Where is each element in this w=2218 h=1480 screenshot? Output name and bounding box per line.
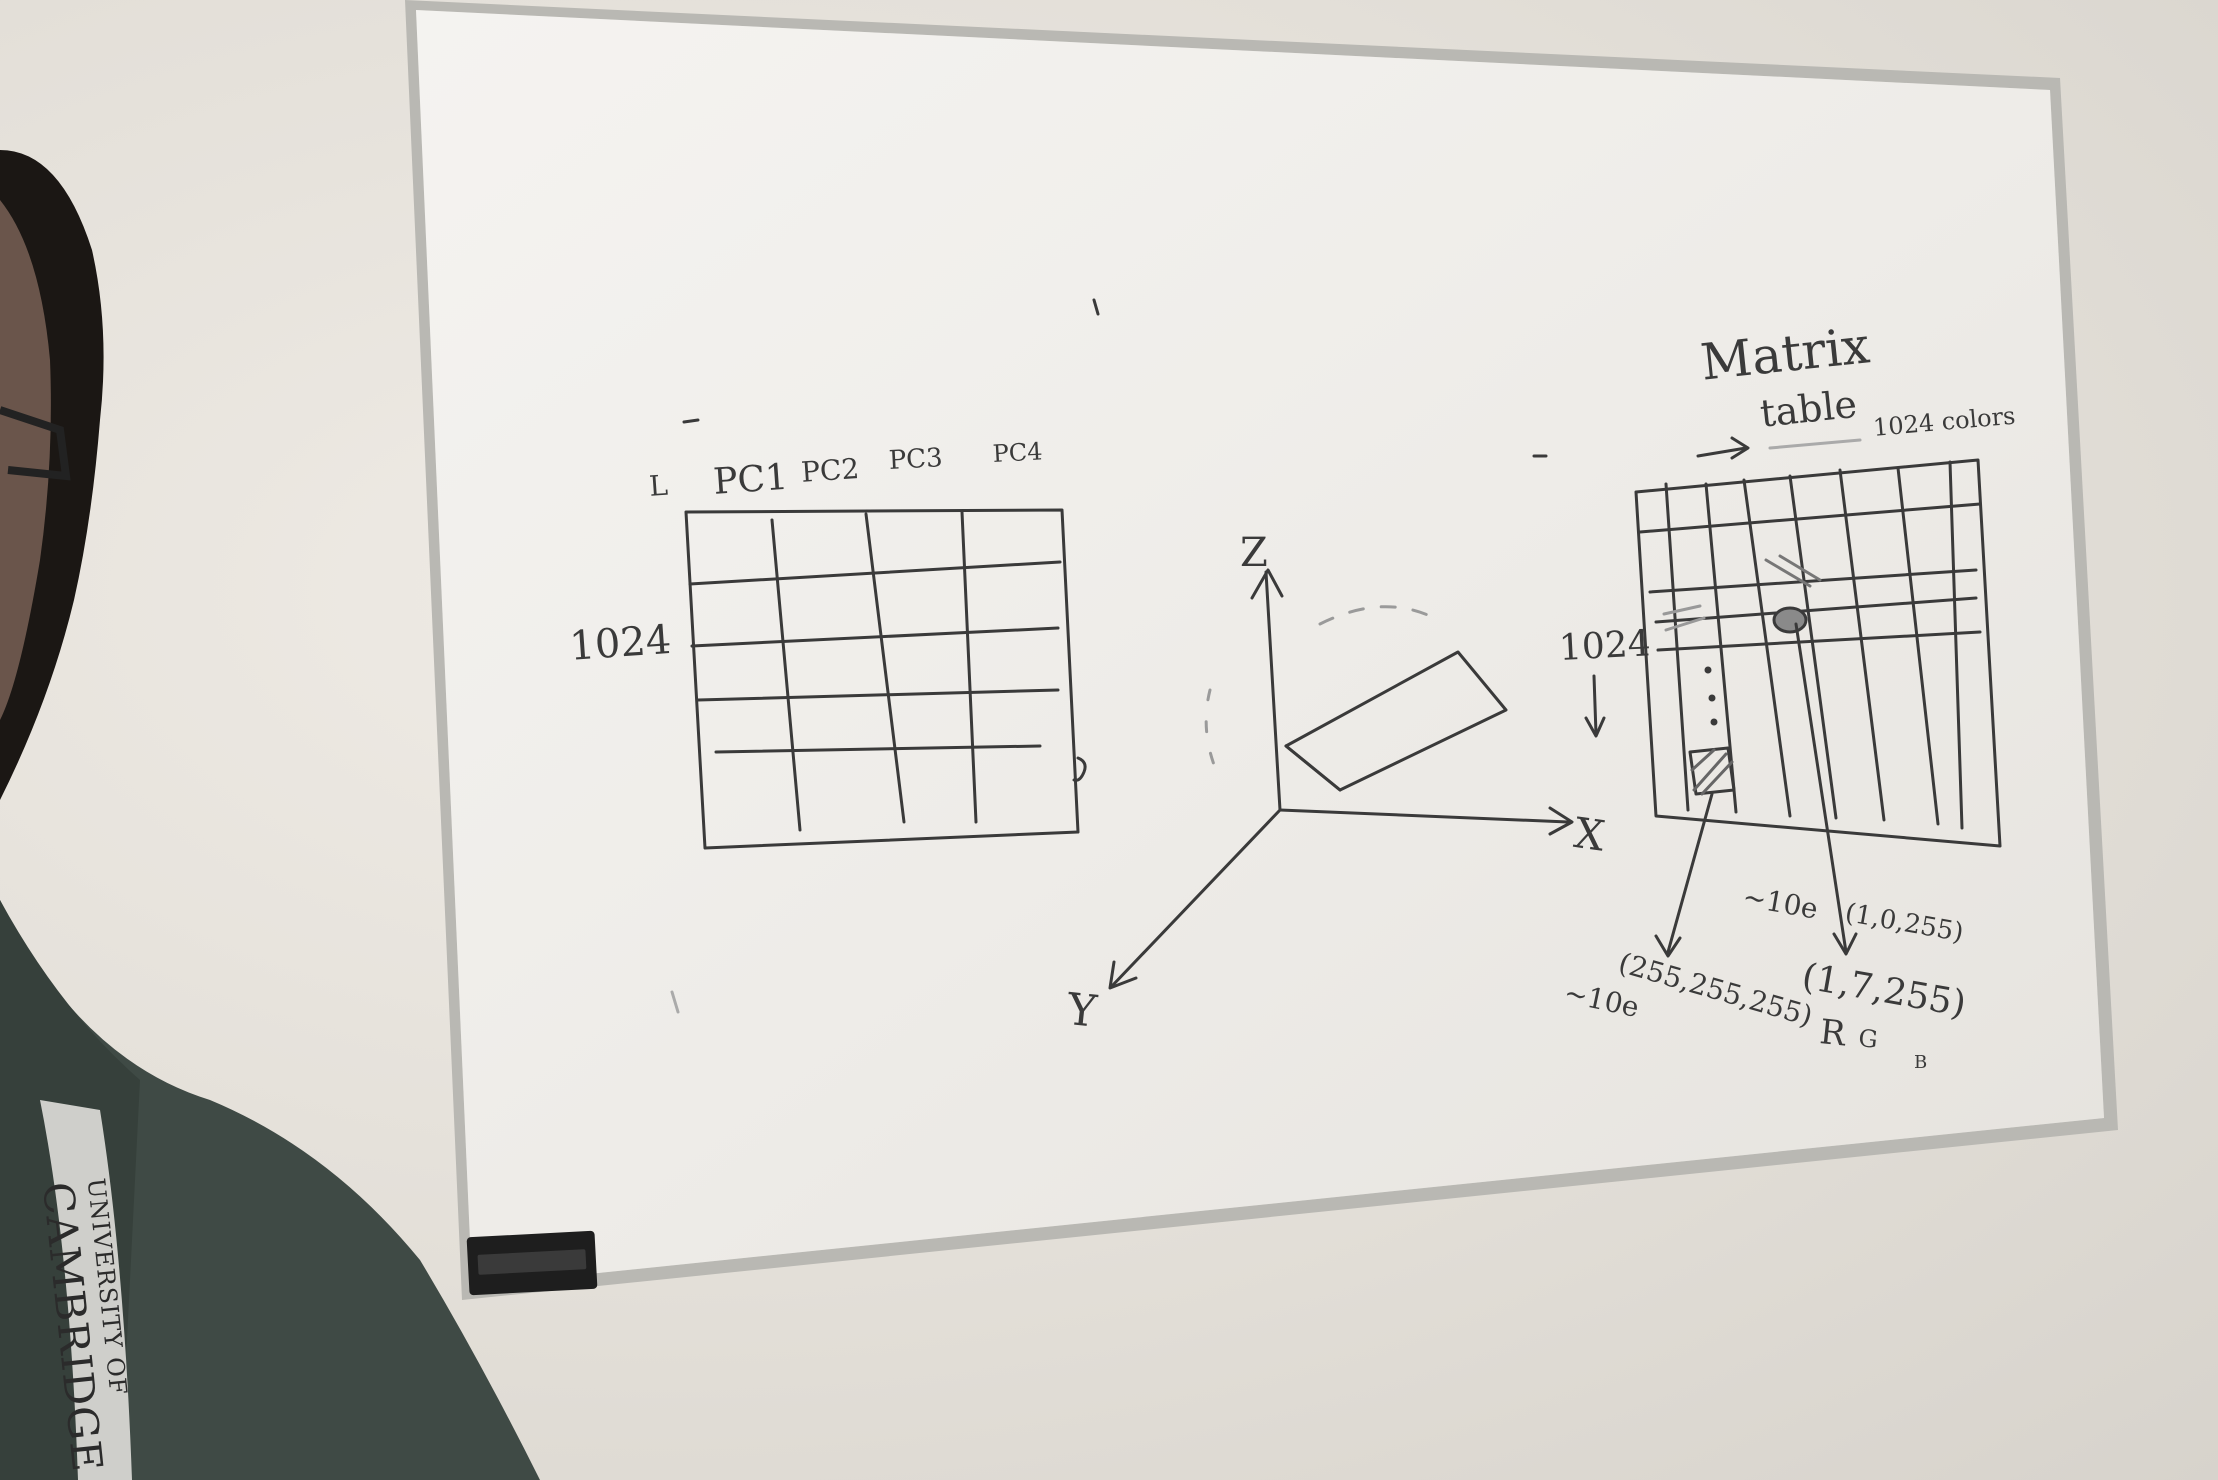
left-table-col-1 — [770, 518, 802, 832]
left-col-header-4: PC4 — [992, 437, 1044, 468]
arrow-to-white — [1666, 792, 1714, 954]
left-col-header-1: PC1 — [712, 456, 790, 503]
person: UNIVERSITY OF CAMBRIDGE — [0, 0, 560, 1480]
marker-strokes — [670, 298, 2002, 1014]
right-row-count: 1024 — [1558, 623, 1652, 669]
y-axis-label: Y — [1064, 984, 1099, 1038]
highlight-dot — [1772, 606, 1808, 634]
left-row-count: 1024 — [568, 616, 673, 670]
y-axis — [1110, 808, 1282, 988]
channel-g-label: G — [1857, 1024, 1880, 1054]
z-axis-label: Z — [1240, 530, 1268, 576]
arrow-to-rgb — [1794, 622, 1848, 954]
channel-r-label: R — [1817, 1012, 1848, 1055]
left-table-arrow-label: L — [648, 468, 669, 503]
left-table-outline — [684, 508, 1080, 850]
z-axis — [1264, 570, 1282, 812]
person-silhouette — [0, 150, 540, 1480]
left-col-header-3: PC3 — [888, 443, 944, 476]
x-axis — [1278, 808, 1570, 824]
right-table-outline — [1634, 458, 2002, 848]
left-col-header-2: PC2 — [800, 451, 861, 489]
channel-b-label: B — [1914, 1052, 1928, 1073]
